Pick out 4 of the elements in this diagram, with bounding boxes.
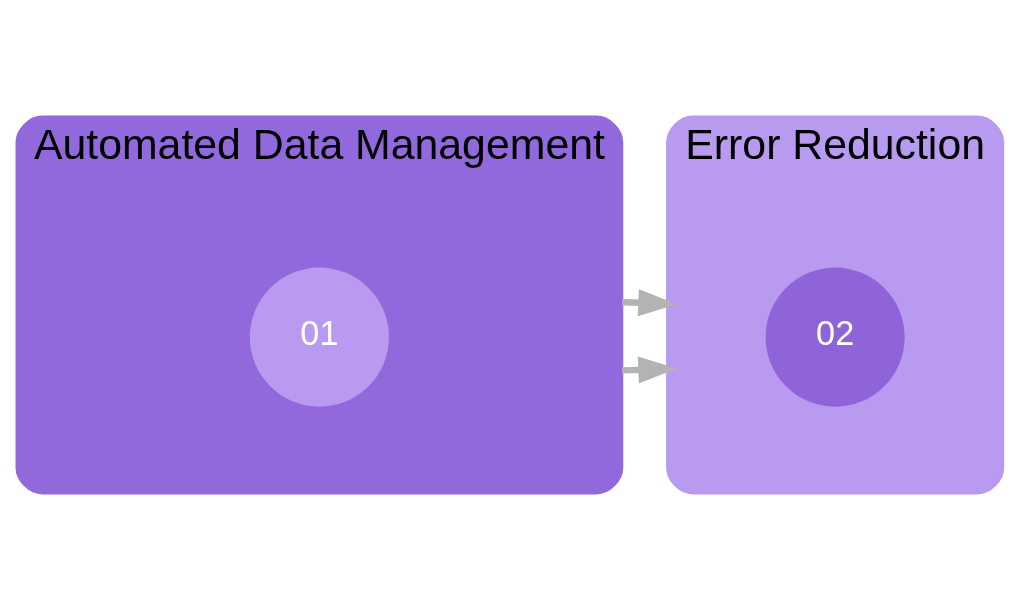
arrow [622,355,677,383]
node-circle: 02 [765,267,905,407]
node-circle: 01 [249,267,389,407]
arrow [622,288,677,316]
